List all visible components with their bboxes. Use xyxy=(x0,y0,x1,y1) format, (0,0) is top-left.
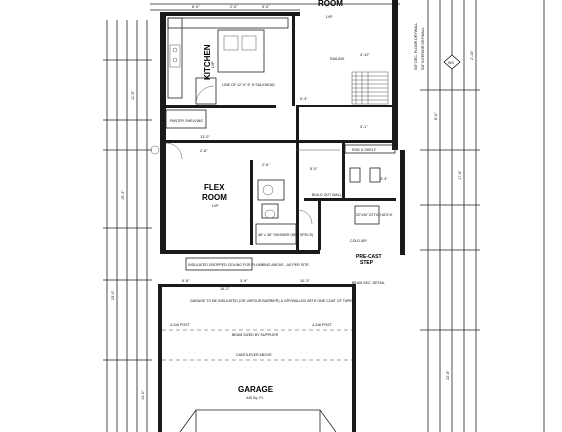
svg-text:WS: WS xyxy=(448,61,454,65)
garage-insulated-note: GARAGE TO BE INSULATED (OR VAPOUR BARRIE… xyxy=(190,299,356,303)
attic-hatch-note: 22"x30" ATTIC HATCH xyxy=(356,213,393,217)
flex-label-1: FLEX xyxy=(204,183,225,192)
room-top-flooring: LVP xyxy=(326,15,333,19)
closet-door-left xyxy=(349,167,361,183)
dim-int-2: 6'-8" xyxy=(182,279,190,283)
dim-right-4: 2'-10" xyxy=(470,50,474,60)
rod-shelf-note: ROD & SHELF xyxy=(352,148,377,152)
dim-top-a: 6'-0" xyxy=(192,5,200,9)
dim-right-3: 8'-0" xyxy=(434,112,438,120)
precast-note-1: PRE-CAST xyxy=(356,254,382,260)
dim-right-2: 17'-6" xyxy=(458,170,462,180)
dim-right-1: 22'-6" xyxy=(446,370,450,380)
build-out-note: BUILD OUT WALL xyxy=(312,193,342,197)
dim-top-c: 5'-0" xyxy=(262,5,270,9)
section-marker xyxy=(150,145,160,155)
precast-note-2: STEP xyxy=(360,260,374,266)
drywall-note-2: 5/8" INTERIOR DRYWALL xyxy=(421,27,425,70)
dim-int-12: 5'-4" xyxy=(300,97,308,101)
hall-door-swing xyxy=(297,209,313,225)
closet-door-right xyxy=(369,167,381,183)
right-dimension-lines xyxy=(420,0,545,432)
cold-air-note: COLD AIR xyxy=(350,239,367,243)
garage-label: GARAGE xyxy=(238,385,274,394)
dim-int-1: 13'-0" xyxy=(200,135,210,139)
room-top-label: ROOM xyxy=(318,0,343,8)
dim-left-2: 19'-4" xyxy=(121,190,125,200)
shower-note: 48" x 36" SHOWER (SEE SPECS) xyxy=(258,233,313,237)
bathroom-fixtures xyxy=(255,179,297,245)
dim-left-4: 14'-0" xyxy=(141,390,145,400)
stairs xyxy=(351,71,389,105)
flex-flooring: LVP xyxy=(212,204,219,208)
dim-left-1: 23'-0" xyxy=(111,290,115,300)
dim-left-3: 11'-5" xyxy=(131,90,135,100)
pantry-note: PANTRY SHELVING xyxy=(170,119,203,123)
beam-sec-note: BEAM SEC. DETAIL xyxy=(352,281,385,285)
dim-int-9: 3'-1" xyxy=(360,125,368,129)
ws-marker: WS xyxy=(443,54,461,70)
pantry-box xyxy=(165,109,207,129)
dim-int-4: 10'-3" xyxy=(300,279,310,283)
dim-int-6: 5'-0" xyxy=(310,167,318,171)
left-dimension-lines xyxy=(103,20,152,432)
dim-int-11: 3'-4" xyxy=(380,177,388,181)
garage-door xyxy=(179,409,337,432)
dim-int-8: 4'-10" xyxy=(360,53,370,57)
beam-supplier-note: BEAM SIZED BY SUPPLIER xyxy=(232,333,279,337)
flex-label-2: ROOM xyxy=(202,193,227,202)
flex-door-swing xyxy=(165,142,183,160)
dim-int-3: 3'-9" xyxy=(240,279,248,283)
dim-int-7: 2'-6" xyxy=(262,163,270,167)
dim-int-5: 16'-2" xyxy=(220,287,230,291)
post-left-note: 4-2x6 POST xyxy=(170,323,191,327)
insulated-ceiling-note: INSULATED DROPPED CEILING FOR PLUMBING A… xyxy=(188,263,309,267)
cantilever-note: CANTILEVER ABOVE xyxy=(236,353,272,357)
line-of-sink-note: LINE OF 12" 6" 6" H SULKHEAD xyxy=(222,83,275,87)
attic-hatch xyxy=(354,205,380,225)
interior-walls xyxy=(166,16,398,250)
insulated-ceiling-box xyxy=(185,257,253,271)
kitchen-flooring: LVP xyxy=(211,61,215,68)
railing-note: RAILING xyxy=(330,57,345,61)
garage-area: 445 Sq. Ft. xyxy=(246,396,264,400)
kitchen-cabinets xyxy=(167,17,289,105)
top-dimension-lines xyxy=(150,3,400,11)
exterior-walls xyxy=(158,0,405,432)
dim-top-b: 2'-0" xyxy=(230,5,238,9)
dim-int-10: 2'-8" xyxy=(200,149,208,153)
rod-shelf-box xyxy=(344,144,396,154)
drywall-note-1: 5/8" DEC. FLOOR DRYWALL xyxy=(414,23,418,70)
kitchen-label: KITCHEN xyxy=(203,44,212,80)
post-right-note: 4-2x6 POST xyxy=(312,323,333,327)
